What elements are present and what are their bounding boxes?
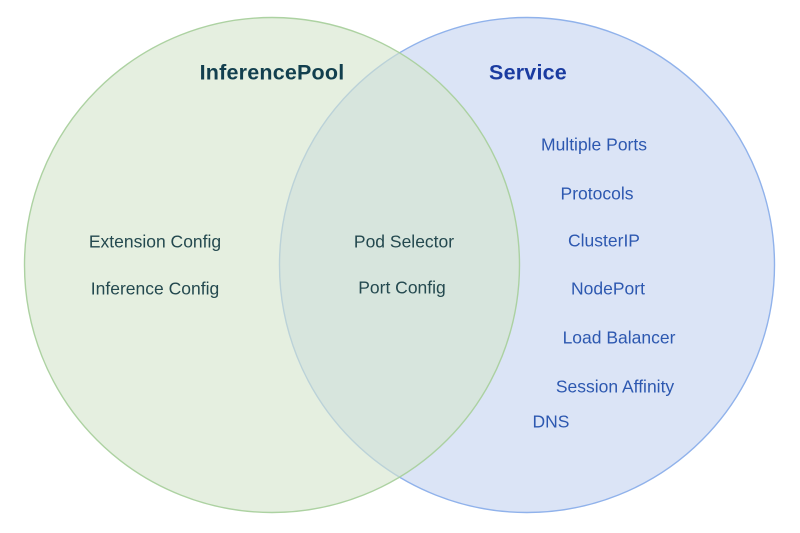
service-item-dns: DNS [532, 411, 570, 432]
service-item-session-affinity: Session Affinity [555, 376, 675, 397]
inferencepool-title: InferencePool [199, 60, 345, 85]
overlap-item-pod-selector: Pod Selector [353, 231, 455, 252]
service-title: Service [489, 60, 567, 85]
service-item-nodeport: NodePort [571, 278, 645, 299]
service-item-protocols: Protocols [560, 183, 634, 204]
inferencepool-item-extension-config: Extension Config [88, 231, 222, 252]
service-item-load-balancer: Load Balancer [562, 327, 676, 348]
service-item-multiple-ports: Multiple Ports [540, 134, 648, 155]
inferencepool-circle [23, 16, 521, 514]
overlap-item-port-config: Port Config [358, 277, 446, 298]
inferencepool-item-inference-config: Inference Config [90, 278, 220, 299]
service-item-clusterip: ClusterIP [568, 230, 640, 251]
